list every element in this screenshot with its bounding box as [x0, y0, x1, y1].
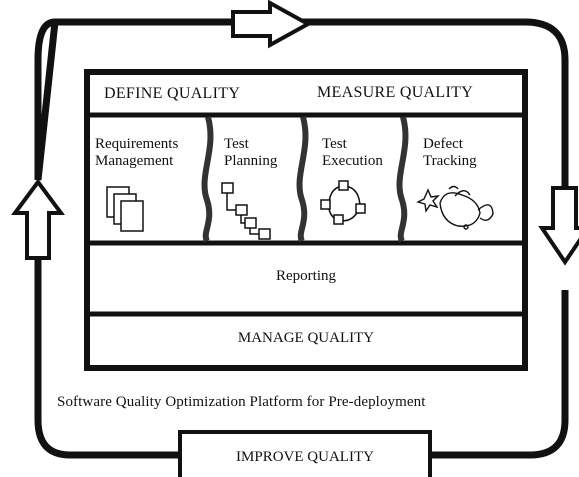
manage-quality-label: MANAGE QUALITY [237, 330, 375, 346]
defect-tracking-label: Defect Tracking [423, 136, 477, 170]
arrow-up-icon [11, 178, 65, 260]
bug-icon [416, 185, 494, 230]
column-divider [396, 116, 409, 243]
test-planning-label: Test Planning [224, 136, 278, 170]
define-quality-label: DEFINE QUALITY [104, 85, 241, 102]
arrow-right-icon [231, 0, 313, 49]
reporting-label: Reporting [276, 268, 336, 284]
outer-loop [34, 18, 569, 459]
test-execution-label: Test Execution [322, 136, 383, 170]
hierarchy-icon [221, 182, 271, 240]
platform-caption: Software Quality Optimization Platform f… [57, 394, 426, 410]
requirements-management-label: Requirements Management [95, 136, 179, 170]
column-divider [201, 116, 214, 243]
documents-icon [106, 186, 144, 232]
column-divider [296, 116, 309, 243]
cycle-icon [320, 180, 366, 225]
improve-box [178, 430, 432, 477]
improve-quality-label: IMPROVE QUALITY [236, 449, 374, 465]
arrow-down-icon [538, 186, 579, 266]
measure-quality-label: MEASURE QUALITY [317, 84, 474, 101]
